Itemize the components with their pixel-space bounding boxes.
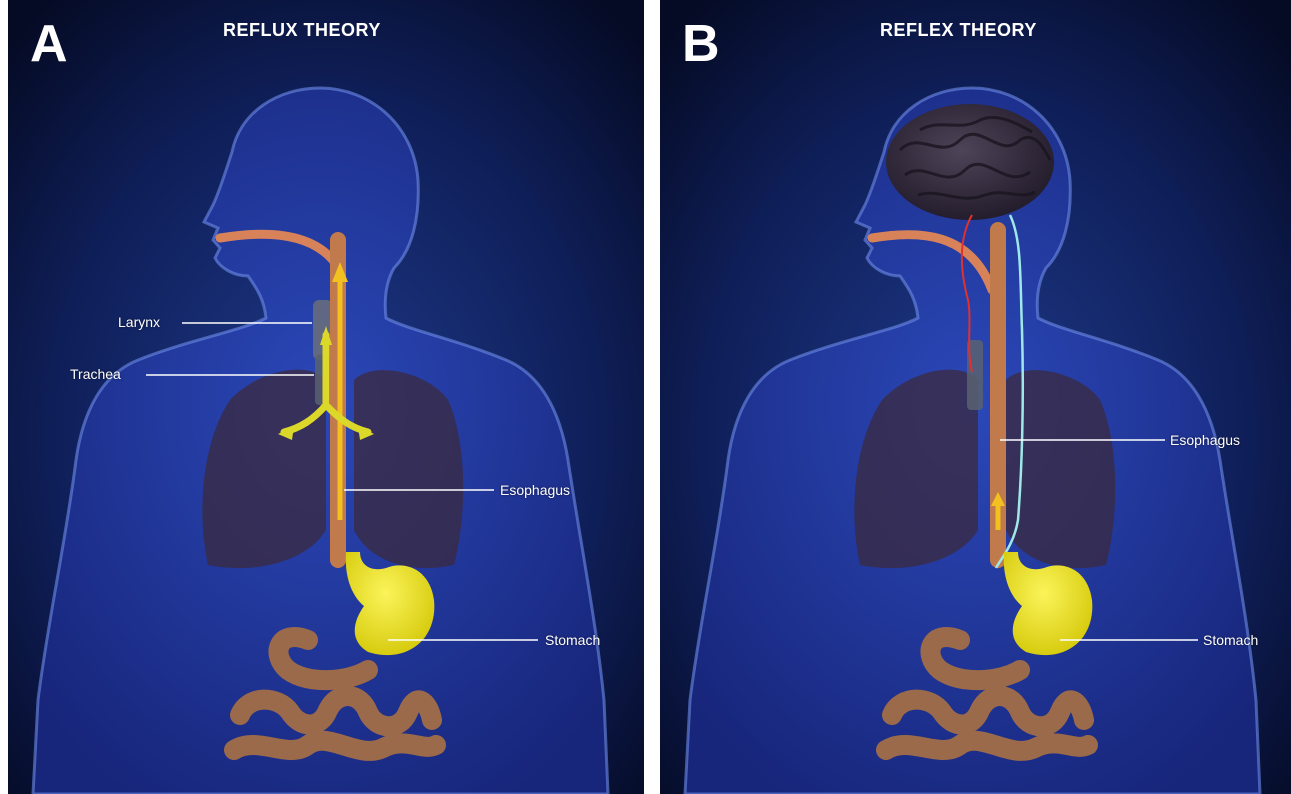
esophagus-label: Esophagus <box>1170 433 1240 447</box>
panel-title: REFLUX THEORY <box>223 20 381 41</box>
panel-reflex-theory: B REFLEX THEORY Esophagus Stomach <box>660 0 1291 794</box>
stomach-label: Stomach <box>545 633 600 647</box>
stomach-label: Stomach <box>1203 633 1258 647</box>
brain <box>886 104 1054 220</box>
right-lung <box>354 370 463 568</box>
esophagus-label: Esophagus <box>500 483 570 497</box>
panel-letter: A <box>30 18 68 70</box>
reflux-illustration <box>8 0 644 794</box>
trachea-label: Trachea <box>70 367 121 381</box>
panel-letter: B <box>682 18 720 70</box>
panel-reflux-theory: A REFLUX THEORY Larynx Trachea Esophagus… <box>8 0 644 794</box>
panel-title: REFLEX THEORY <box>880 20 1037 41</box>
larynx-label: Larynx <box>118 315 160 329</box>
reflex-illustration <box>660 0 1291 794</box>
